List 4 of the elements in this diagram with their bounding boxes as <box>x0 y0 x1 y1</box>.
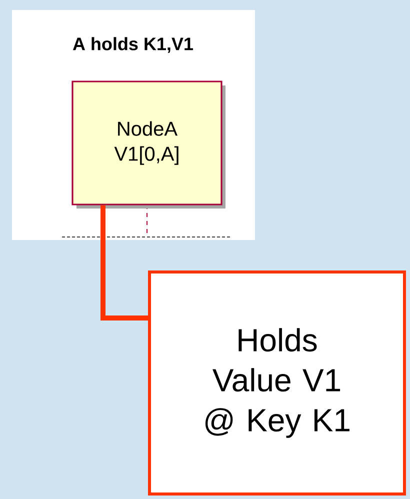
title: A holds K1,V1 <box>72 37 193 53</box>
participant-box: NodeA V1[0,A] <box>72 80 226 208</box>
callout-box: Holds Value V1 @ Key K1 <box>148 270 406 496</box>
leader-line <box>100 205 148 320</box>
